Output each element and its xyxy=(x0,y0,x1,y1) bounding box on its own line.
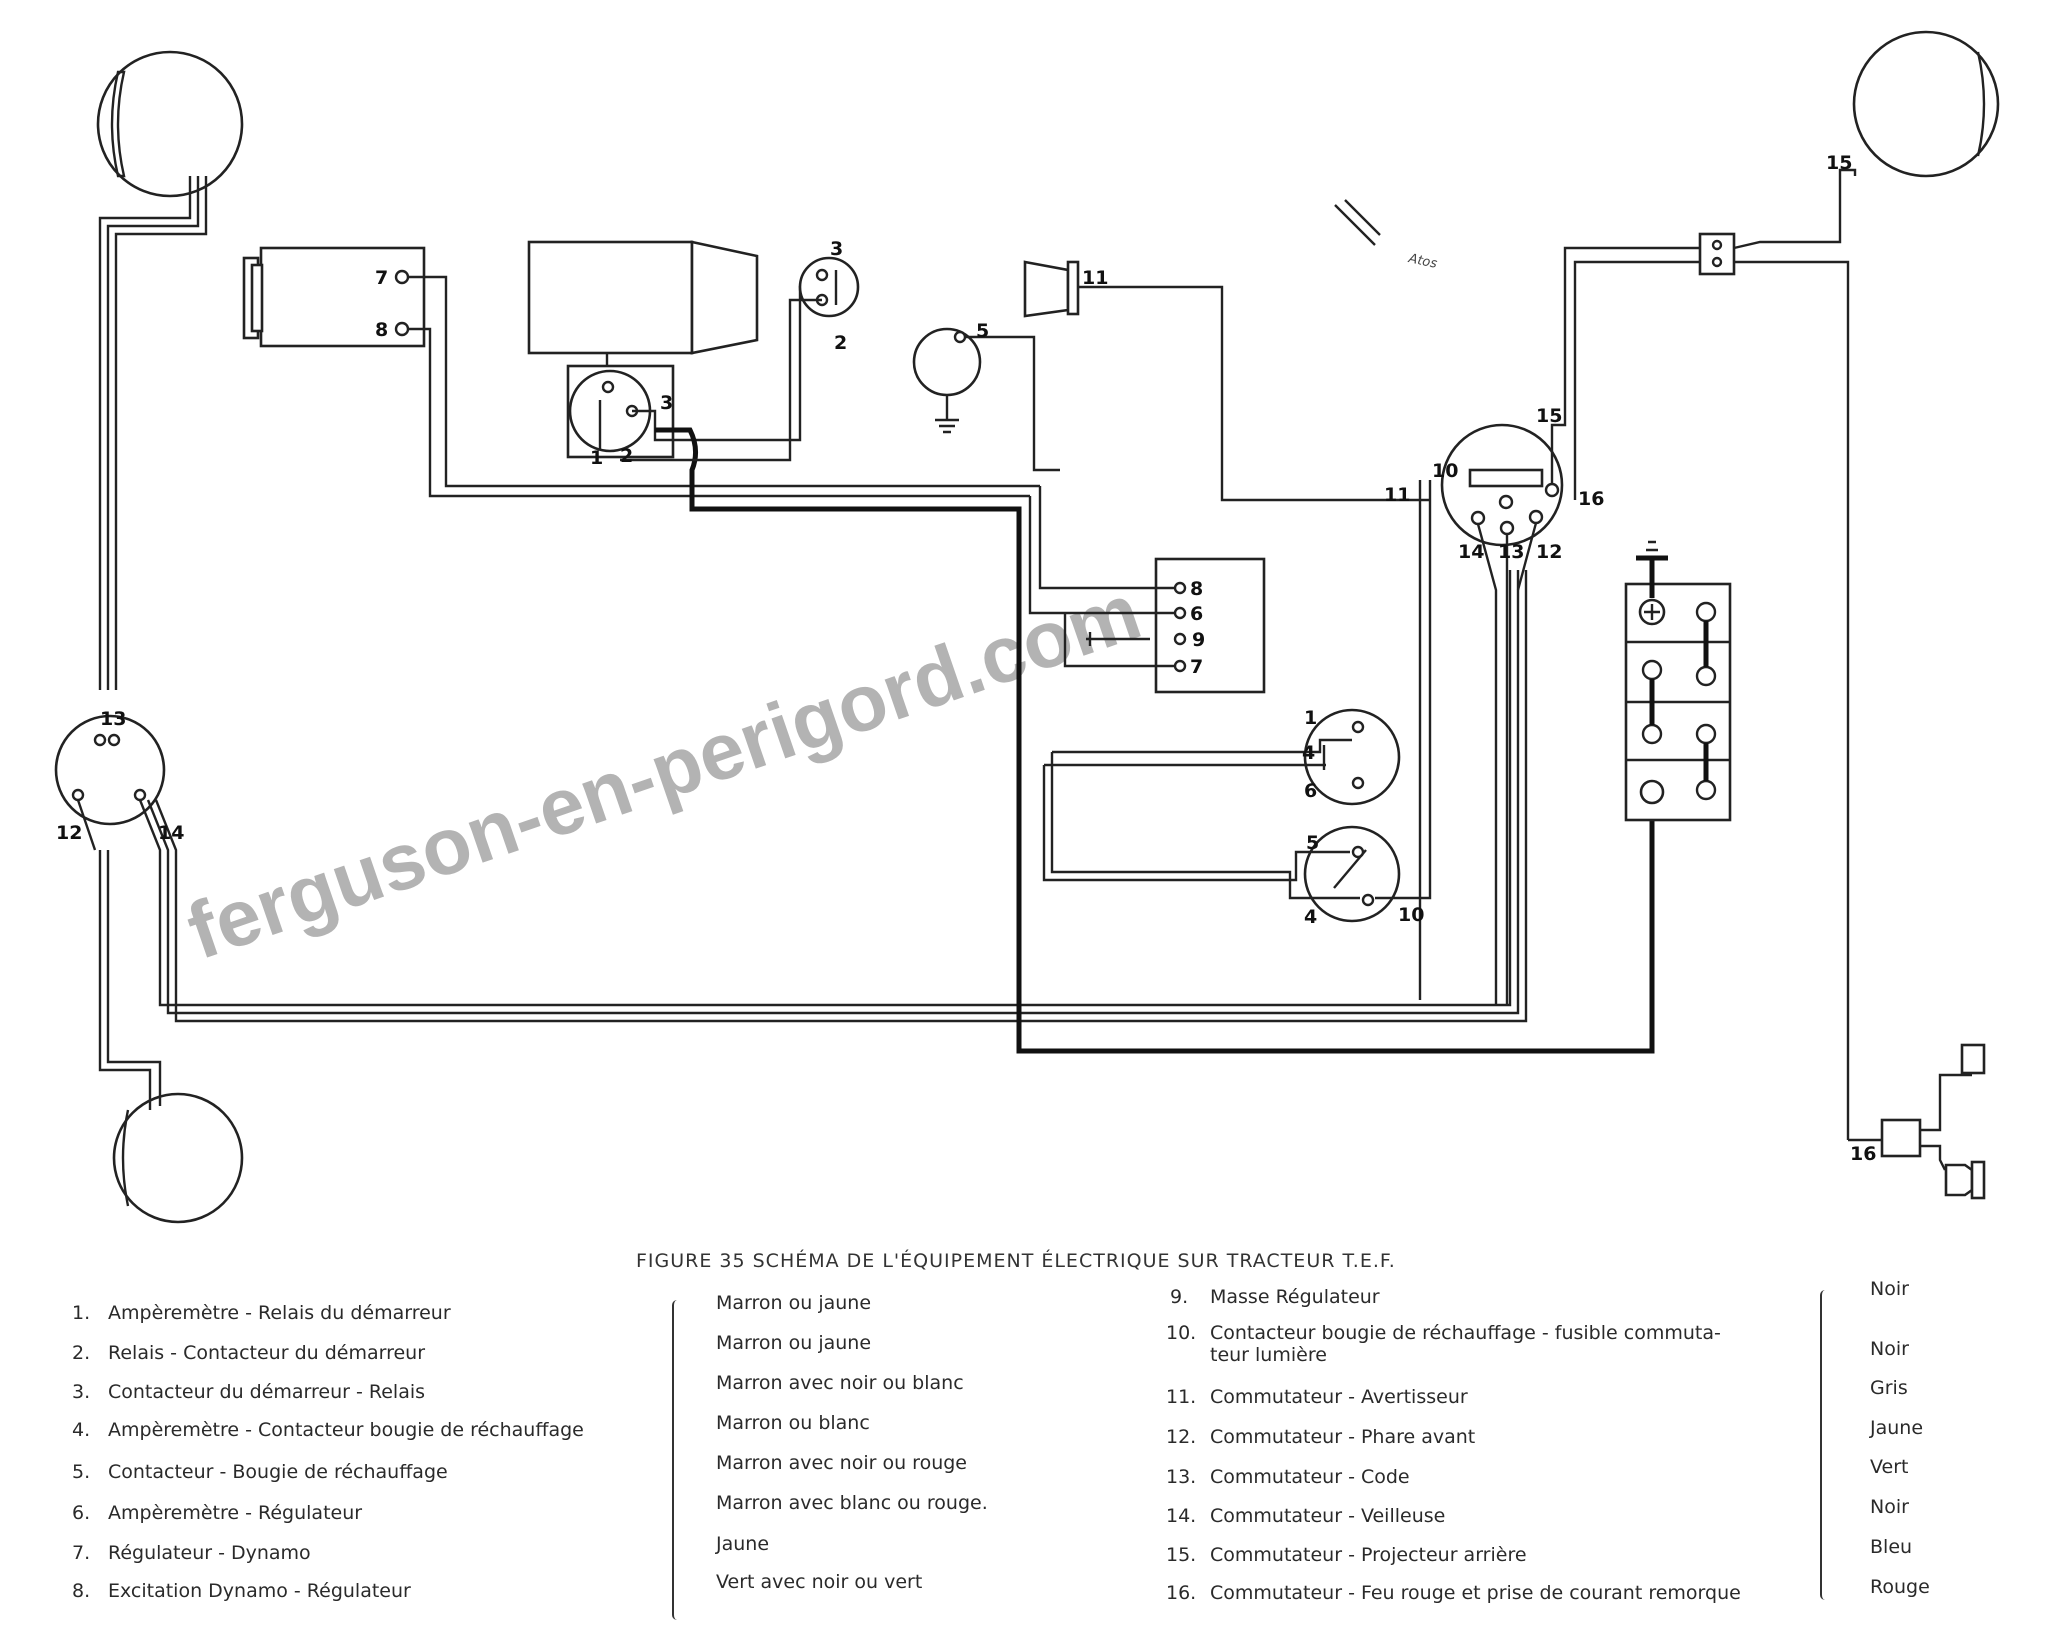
wire-color: Gris xyxy=(1870,1377,1908,1399)
fuse xyxy=(1698,232,1736,276)
wire-color: Noir xyxy=(1870,1278,1909,1300)
legend-item: 3.Contacteur du démarreur - Relais xyxy=(72,1381,426,1403)
svg-text:11: 11 xyxy=(1082,267,1108,289)
signature-atos: Atos xyxy=(1334,199,1439,272)
legend-item: 15.Commutateur - Projecteur arrière xyxy=(1166,1544,1527,1566)
horn xyxy=(1023,260,1080,318)
wire-color: Vert xyxy=(1870,1456,1909,1478)
wire-color: Marron ou jaune xyxy=(716,1292,872,1314)
svg-text:13: 13 xyxy=(1498,541,1524,563)
regulator xyxy=(1086,557,1266,694)
legend-item: 10.Contacteur bougie de réchauffage - fu… xyxy=(1166,1322,1721,1366)
svg-text:5: 5 xyxy=(976,320,989,342)
brace xyxy=(1820,1290,1830,1600)
svg-text:5: 5 xyxy=(1306,832,1319,854)
rear-socket-and-tail-lamp xyxy=(1880,1043,1986,1200)
junction-connector xyxy=(54,714,166,826)
svg-text:10: 10 xyxy=(1432,460,1458,482)
wire-color: Jaune xyxy=(716,1533,770,1555)
legend-item: 11.Commutateur - Avertisseur xyxy=(1166,1386,1468,1408)
wire-color: Marron ou blanc xyxy=(716,1412,870,1434)
svg-text:7: 7 xyxy=(375,267,388,289)
legend-item: 13.Commutateur - Code xyxy=(1166,1466,1410,1488)
svg-text:3: 3 xyxy=(660,392,673,414)
svg-text:Atos: Atos xyxy=(1406,251,1438,272)
wire xyxy=(98,176,192,690)
svg-text:16: 16 xyxy=(1850,1143,1876,1165)
legend-item: 4.Ampèremètre - Contacteur bougie de réc… xyxy=(72,1419,584,1441)
headlamp-front-left xyxy=(96,50,244,198)
legend-item: 2.Relais - Contacteur du démarreur xyxy=(72,1342,426,1364)
svg-text:11: 11 xyxy=(1384,484,1410,506)
battery xyxy=(1624,540,1732,822)
svg-text:10: 10 xyxy=(1398,904,1424,926)
svg-text:9: 9 xyxy=(1192,629,1205,651)
svg-text:15: 15 xyxy=(1826,152,1852,174)
wire-color: Bleu xyxy=(1870,1536,1913,1558)
legend-item: 1.Ampèremètre - Relais du démarreur xyxy=(72,1302,451,1324)
wire-color: Noir xyxy=(1870,1496,1909,1518)
brace xyxy=(672,1300,682,1620)
legend-item: 5.Contacteur - Bougie de réchauffage xyxy=(72,1461,448,1483)
svg-text:1: 1 xyxy=(590,447,603,469)
rear-projector-lamp xyxy=(1852,30,2000,178)
figure-title: FIGURE 35 SCHÉMA DE L'ÉQUIPEMENT ÉLECTRI… xyxy=(636,1250,1396,1272)
wire-color: Vert avec noir ou vert xyxy=(716,1571,923,1593)
headlamp-front-right xyxy=(112,1092,244,1224)
wire-color: Marron avec noir ou rouge xyxy=(716,1452,967,1474)
svg-text:12: 12 xyxy=(1536,541,1562,563)
wire-color: Jaune xyxy=(1870,1417,1924,1439)
svg-text:14: 14 xyxy=(1458,541,1484,563)
terminal-labels: 7 8 3 2 5 11 3 1 2 15 15 10 11 16 14 13 … xyxy=(56,152,1876,1165)
legend-item: 6.Ampèremètre - Régulateur xyxy=(72,1502,363,1524)
svg-text:6: 6 xyxy=(1190,603,1203,625)
lighting-switch xyxy=(1440,423,1564,547)
svg-text:4: 4 xyxy=(1304,906,1317,928)
legend-item: 7.Régulateur - Dynamo xyxy=(72,1542,311,1564)
legend-item: 12.Commutateur - Phare avant xyxy=(1166,1426,1476,1448)
starter-relay xyxy=(566,364,675,459)
svg-text:15: 15 xyxy=(1536,405,1562,427)
svg-text:3: 3 xyxy=(830,238,843,260)
svg-text:2: 2 xyxy=(620,445,633,467)
wire-color: Marron ou jaune xyxy=(716,1332,872,1354)
wire-color: Marron avec blanc ou rouge. xyxy=(716,1492,988,1514)
svg-text:8: 8 xyxy=(1190,578,1203,600)
svg-text:16: 16 xyxy=(1578,488,1604,510)
wire-color: Marron avec noir ou blanc xyxy=(716,1372,964,1394)
svg-text:8: 8 xyxy=(375,319,388,341)
svg-text:2: 2 xyxy=(834,332,847,354)
svg-text:6: 6 xyxy=(1304,780,1317,802)
svg-text:13: 13 xyxy=(100,708,126,730)
legend-item: 14.Commutateur - Veilleuse xyxy=(1166,1505,1446,1527)
starter-switch xyxy=(798,256,860,318)
svg-text:1: 1 xyxy=(1304,707,1317,729)
svg-text:12: 12 xyxy=(56,822,82,844)
heater-plug xyxy=(912,327,982,434)
dynamo xyxy=(242,246,426,348)
legend-item: 16.Commutateur - Feu rouge et prise de c… xyxy=(1166,1582,1741,1604)
svg-text:7: 7 xyxy=(1190,656,1203,678)
wire-color: Rouge xyxy=(1870,1576,1930,1598)
legend-item: 8.Excitation Dynamo - Régulateur xyxy=(72,1580,411,1602)
ammeter xyxy=(1303,708,1401,806)
watermark: ferguson-en-perigord.com xyxy=(177,566,1152,976)
legend-item: 9.Masse Régulateur xyxy=(1170,1286,1380,1308)
starter-motor xyxy=(527,240,759,355)
wire-color: Noir xyxy=(1870,1338,1909,1360)
svg-text:4: 4 xyxy=(1302,742,1315,764)
svg-text:14: 14 xyxy=(158,822,184,844)
